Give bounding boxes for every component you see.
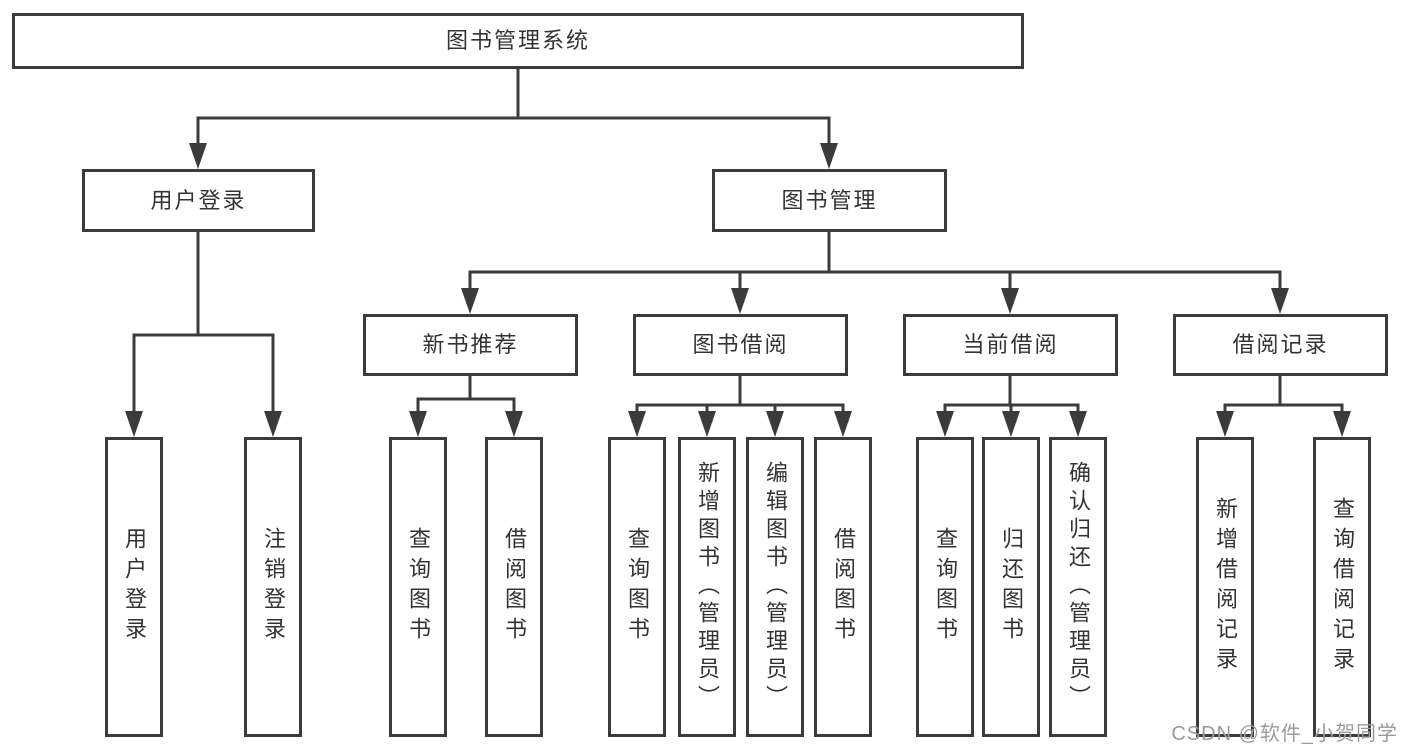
leaf-add-book-admin: 新增图书（管理员）: [678, 437, 736, 737]
node-borrow-records: 借阅记录: [1173, 314, 1388, 376]
csdn-watermark: CSDN @软件_小贺同学: [1171, 723, 1398, 745]
node-current-borrow: 当前借阅: [903, 314, 1118, 376]
leaf-borrow-books-borrow: 借阅图书: [814, 437, 872, 737]
leaf-confirm-return-admin-label: 确认归还（管理员）: [1066, 461, 1091, 713]
leaf-user-login-label: 用户登录: [122, 527, 147, 647]
node-library-system: 图书管理系统: [12, 13, 1024, 69]
leaf-confirm-return-admin: 确认归还（管理员）: [1049, 437, 1107, 737]
leaf-return-books: 归还图书: [982, 437, 1040, 737]
leaf-user-login: 用户登录: [105, 437, 163, 737]
node-book-management-label: 图书管理: [781, 187, 878, 213]
leaf-query-borrow-record: 查询借阅记录: [1313, 437, 1371, 737]
node-new-book-recommend-label: 新书推荐: [422, 332, 519, 357]
node-book-borrow-label: 图书借阅: [692, 332, 789, 357]
leaf-borrow-books-recommend-label: 借阅图书: [502, 527, 527, 647]
leaf-add-borrow-record-label: 新增借阅记录: [1213, 497, 1238, 677]
node-library-system-label: 图书管理系统: [445, 28, 590, 53]
node-user-login-label: 用户登录: [150, 187, 247, 213]
leaf-query-books-borrow: 查询图书: [608, 437, 666, 737]
leaf-add-borrow-record: 新增借阅记录: [1196, 437, 1254, 737]
leaf-edit-book-admin-label: 编辑图书（管理员）: [763, 461, 788, 713]
node-book-management: 图书管理: [712, 169, 947, 232]
leaf-edit-book-admin: 编辑图书（管理员）: [746, 437, 804, 737]
leaf-add-book-admin-label: 新增图书（管理员）: [695, 461, 720, 713]
leaf-query-books-current-label: 查询图书: [933, 527, 958, 647]
leaf-logout-label: 注销登录: [261, 527, 286, 647]
leaf-query-books-recommend: 查询图书: [389, 437, 447, 737]
node-new-book-recommend: 新书推荐: [363, 314, 578, 376]
leaf-logout: 注销登录: [244, 437, 302, 737]
arrowheads: [125, 143, 1351, 437]
leaf-query-books-current: 查询图书: [916, 437, 974, 737]
leaf-borrow-books-borrow-label: 借阅图书: [831, 527, 856, 647]
leaf-query-borrow-record-label: 查询借阅记录: [1330, 497, 1355, 677]
leaf-borrow-books-recommend: 借阅图书: [485, 437, 543, 737]
leaf-query-books-recommend-label: 查询图书: [406, 527, 431, 647]
leaf-return-books-label: 归还图书: [999, 527, 1024, 647]
leaf-query-books-borrow-label: 查询图书: [625, 527, 650, 647]
node-borrow-records-label: 借阅记录: [1232, 332, 1329, 357]
node-user-login: 用户登录: [82, 169, 315, 232]
node-current-borrow-label: 当前借阅: [962, 332, 1059, 357]
node-book-borrow: 图书借阅: [633, 314, 848, 376]
